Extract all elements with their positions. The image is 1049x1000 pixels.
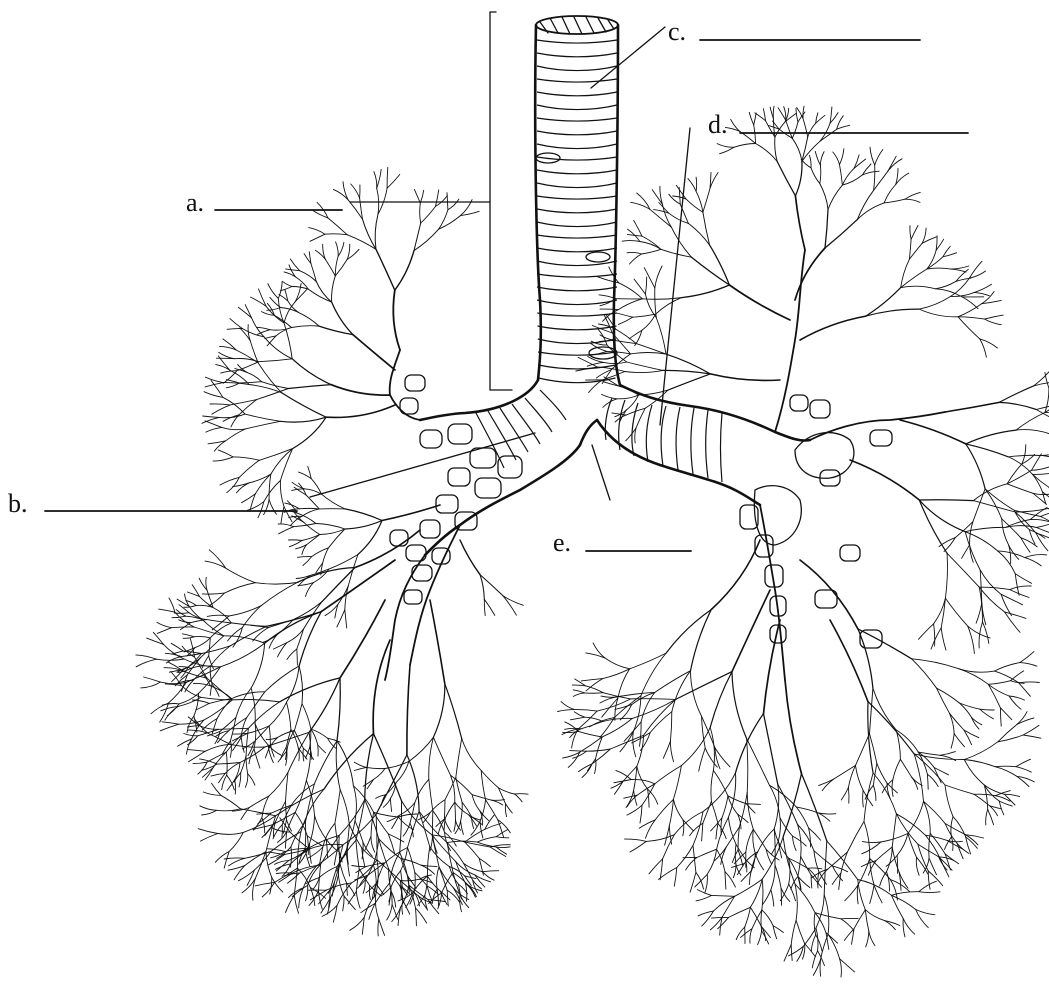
left-bronchial-tree (136, 168, 528, 936)
right-bronchial-tree (558, 106, 1049, 977)
tracheal-rings (537, 40, 617, 383)
label-d-text: d. (708, 110, 728, 139)
label-e-text: e. (553, 528, 571, 557)
trachea (535, 16, 620, 385)
label-c: c. (668, 17, 920, 46)
label-c-text: c. (668, 17, 686, 46)
label-e: e. (553, 528, 691, 557)
label-b-text: b. (8, 489, 28, 518)
label-a: a. (186, 188, 342, 217)
label-a-text: a. (186, 188, 204, 217)
label-b: b. (8, 489, 297, 518)
